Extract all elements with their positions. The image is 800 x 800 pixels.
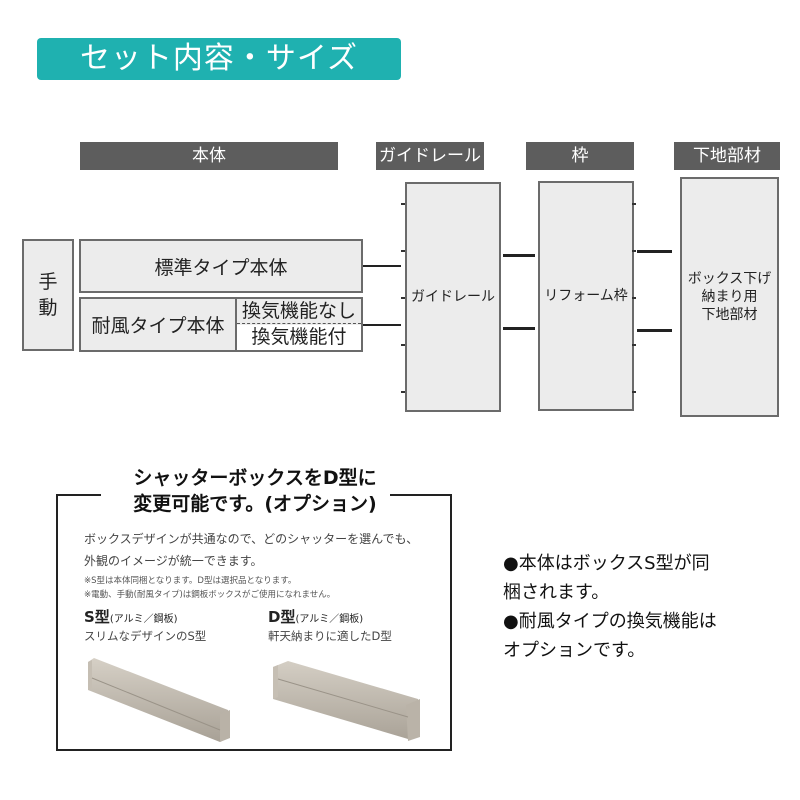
d-type-material: (アルミ／鋼板) xyxy=(295,614,364,625)
option-note-2: ※電動、手動(耐風タイプ)は鋼板ボックスがご使用になれません。 xyxy=(84,590,336,600)
connector-line xyxy=(503,254,535,257)
base-line-3: 下地部材 xyxy=(701,307,758,323)
d-type-heading: D型(アルミ／鋼板) xyxy=(268,606,363,627)
d-type-box-image xyxy=(273,661,420,741)
connector-line xyxy=(637,250,672,253)
s-type-material: (アルミ／鋼板) xyxy=(109,614,178,625)
option-title-line-1: シャッターボックスをD型に xyxy=(133,467,377,489)
option-desc-line-1: ボックスデザインが共通なので、どのシャッターを選んでも、 xyxy=(84,532,419,546)
tick-mark xyxy=(632,344,636,346)
tick-mark xyxy=(632,297,636,299)
option-desc-line-2: 外観のイメージが統一できます。 xyxy=(84,554,263,568)
tick-mark xyxy=(401,344,405,346)
connector-line xyxy=(363,265,401,267)
header-frame: 枠 xyxy=(526,142,634,170)
connector-line xyxy=(363,324,401,326)
option-note-1: ※S型は本体同梱となります。D型は選択品となります。 xyxy=(84,576,297,586)
tick-mark xyxy=(401,391,405,393)
option-panel xyxy=(56,494,452,751)
tick-mark xyxy=(632,250,636,252)
vent-none-option: 換気機能なし xyxy=(237,299,361,324)
s-type-name: S型 xyxy=(84,608,110,626)
s-type-box-image xyxy=(88,658,230,742)
wind-body-group: 耐風タイプ本体 換気機能なし 換気機能付 xyxy=(79,297,363,352)
connector-line xyxy=(637,329,672,332)
reform-frame-box: リフォーム枠 xyxy=(538,181,634,411)
wind-body-label: 耐風タイプ本体 xyxy=(91,315,225,337)
bullet-line-1: ●本体はボックスS型が同 xyxy=(503,553,710,574)
option-title-line-2: 変更可能です。(オプション) xyxy=(133,493,377,515)
bullet-line-2: 梱されます。 xyxy=(503,582,610,603)
d-type-desc: 軒天納まりに適したD型 xyxy=(268,629,392,643)
base-line-1: ボックス下げ xyxy=(687,271,772,287)
frame-top-left xyxy=(56,494,101,496)
tick-mark xyxy=(632,203,636,205)
tick-mark xyxy=(401,203,405,205)
guide-rail-box: ガイドレール xyxy=(405,182,501,412)
d-type-name: D型 xyxy=(268,608,296,626)
tick-mark xyxy=(401,297,405,299)
bullet-notes: ●本体はボックスS型が同 梱されます。 ●耐風タイプの換気機能は オプションです… xyxy=(503,549,783,665)
header-guide-rail: ガイドレール xyxy=(376,142,484,170)
connector-line xyxy=(503,327,535,330)
header-base-material: 下地部材 xyxy=(674,142,780,170)
bullet-line-4: オプションです。 xyxy=(503,640,646,661)
page-title: セット内容・サイズ xyxy=(37,38,401,80)
standard-body-box: 標準タイプ本体 xyxy=(79,239,363,293)
tick-mark xyxy=(401,250,405,252)
vent-with-option: 換気機能付 xyxy=(237,325,361,350)
s-type-desc: スリムなデザインのS型 xyxy=(84,629,207,643)
bullet-line-3: ●耐風タイプの換気機能は xyxy=(503,611,717,632)
frame-top-right xyxy=(390,494,452,496)
header-body: 本体 xyxy=(80,142,338,170)
base-line-2: 納まり用 xyxy=(701,289,758,305)
base-material-box: ボックス下げ 納まり用 下地部材 xyxy=(680,177,779,417)
s-type-heading: S型(アルミ／鋼板) xyxy=(84,606,178,627)
tick-mark xyxy=(632,391,636,393)
divider xyxy=(235,299,237,350)
manual-box: 手 動 xyxy=(22,239,74,351)
